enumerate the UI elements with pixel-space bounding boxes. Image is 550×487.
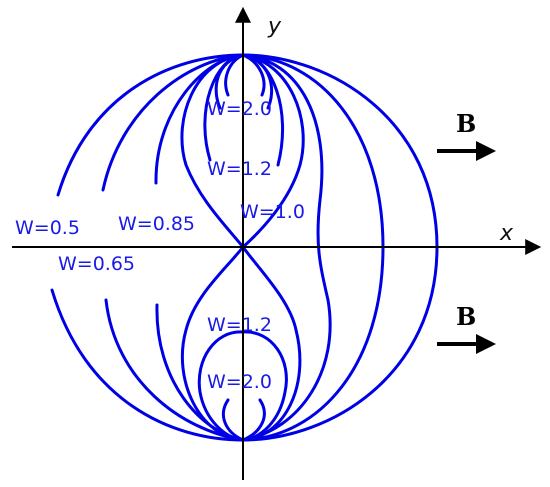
- field-arrow-top: B: [437, 109, 496, 161]
- label-w100: W=1.0: [240, 201, 305, 223]
- label-w200-top: W=2.0: [207, 98, 272, 120]
- curve-w200-bottom-right: [241, 398, 266, 442]
- label-w085: W=0.85: [118, 213, 195, 235]
- curve-w200-bottom-left: [222, 398, 245, 442]
- field-label-bottom: B: [456, 302, 476, 331]
- label-w050: W=0.5: [15, 217, 80, 239]
- label-w065: W=0.65: [58, 253, 135, 275]
- label-w120-bottom: W=1.2: [207, 314, 272, 336]
- label-w120-top: W=1.2: [207, 158, 272, 180]
- curve-w200-top-outer-right: [241, 53, 274, 110]
- label-w200-bottom: W=2.0: [207, 371, 272, 393]
- curve-w200-top-outer-left: [214, 53, 245, 110]
- y-axis-label: y: [267, 14, 282, 39]
- x-axis-label: x: [499, 221, 514, 246]
- field-label-top: B: [456, 109, 476, 138]
- curve-w120-bottom: [197, 330, 288, 442]
- field-arrow-bottom: B: [437, 302, 496, 354]
